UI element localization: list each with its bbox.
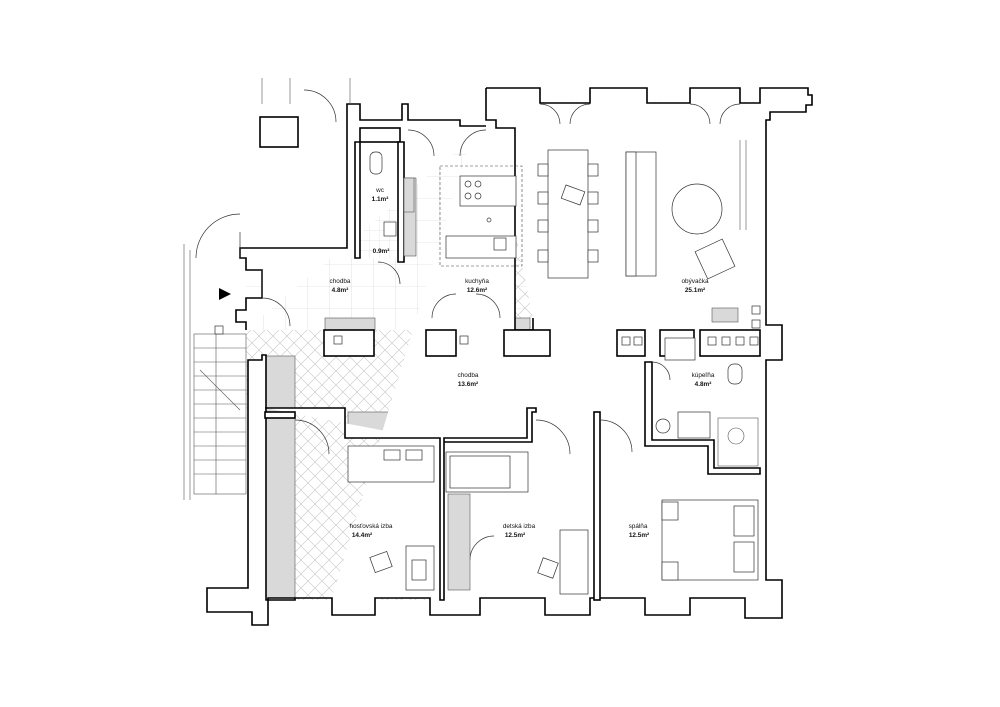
room-name-detska: detská izba [503, 523, 536, 530]
room-labels: wc 1.1m² 0.9m² chodba 4.8m² kuchyňa 12.6… [330, 187, 715, 539]
room-name-chodba-1: chodba [330, 278, 351, 285]
room-area-kuchyna: 12.6m² [467, 287, 487, 294]
room-area-obyvacka: 25.1m² [685, 287, 705, 294]
room-area-detska: 12.5m² [505, 532, 525, 539]
room-name-spalna: spálňa [629, 523, 648, 530]
doors [195, 89, 741, 561]
room-name-wc: wc [375, 187, 385, 194]
room-area-chodba-2: 13.6m² [458, 381, 478, 388]
bath-fixtures [369, 151, 759, 467]
bedroom-furniture [347, 445, 759, 595]
room-area-wc: 1.1m² [372, 196, 389, 203]
room-name-chodba-2: chodba [458, 372, 479, 379]
room-area-hostovska: 14.4m² [352, 532, 372, 539]
room-area-spalna: 12.5m² [629, 532, 649, 539]
room-area-kupelna: 4.8m² [695, 381, 712, 388]
room-area-closet: 0.9m² [373, 248, 390, 255]
kitchen-furniture [403, 165, 523, 267]
room-name-obyvacka: obývačka [682, 278, 709, 285]
entrance-arrow-icon [219, 288, 231, 300]
shafts [214, 305, 761, 346]
room-area-chodba-1: 4.8m² [332, 287, 349, 294]
room-name-hostovska: hosťovská izba [350, 523, 393, 530]
room-name-kupelna: kúpeľňa [692, 372, 715, 379]
room-name-kuchyna: kuchyňa [465, 278, 489, 285]
living-furniture [537, 140, 747, 323]
